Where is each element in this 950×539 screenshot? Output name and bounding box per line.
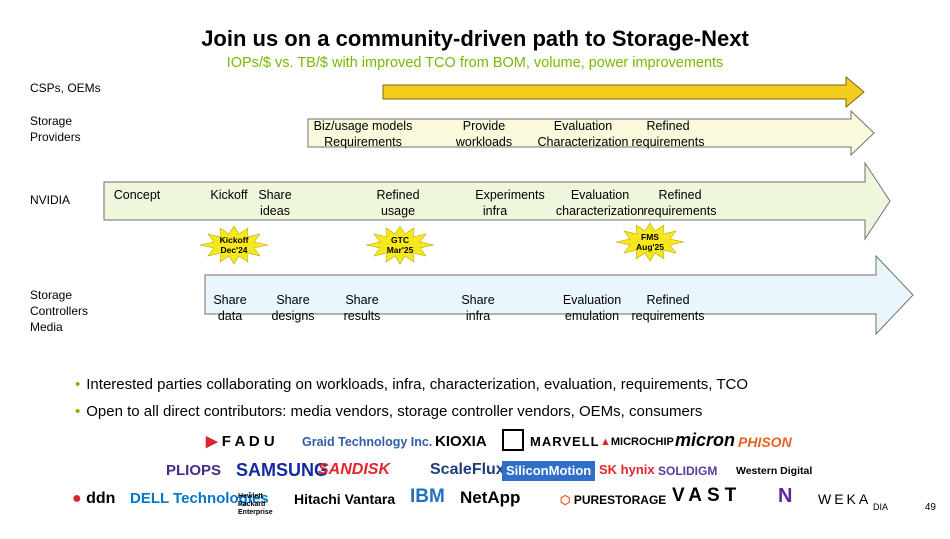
logo-sk-hynix: SK hynix [599, 462, 655, 477]
arrow-controllers [204, 254, 914, 336]
milestone-star-kickoff [200, 226, 268, 264]
logo-kioxia: KIOXIA [435, 433, 487, 450]
row-label-csps: CSPs, OEMs [30, 81, 101, 95]
nvidia-item: Concept [113, 188, 161, 202]
slide-title: Join us on a community-driven path to St… [201, 26, 749, 51]
logo-pliops: PLIOPS [166, 462, 222, 479]
logo-siliconmotion: SiliconMotion [502, 461, 596, 481]
logo-dell: DELL Technologies [130, 490, 269, 507]
logo-netapp: NetApp [460, 488, 521, 507]
logo-sandisk: SANDISK [318, 461, 391, 478]
logo-scaleflux: ScaleFlux [430, 461, 505, 478]
footer-brand: DIA [873, 502, 889, 512]
page-number: 49 [924, 502, 936, 513]
logo-hitachi: Hitachi Vantara [294, 491, 396, 507]
bullet-item: •Interested parties collaborating on wor… [75, 376, 748, 393]
row-label-controllers: Storage Controllers Media [30, 288, 89, 334]
row-label-storage-providers: Storage Providers [30, 114, 81, 144]
logo-samsung: SAMSUNG [236, 460, 329, 480]
logo-solidigm: SOLIDIGM [658, 464, 718, 478]
logo-ibm: IBM [410, 486, 445, 507]
logo-marvell: MARVELL [530, 434, 600, 449]
logo-hpe: Hewlett Packard Enterprise [238, 493, 273, 516]
logo-graid: Graid Technology Inc. [302, 435, 433, 449]
arrow-csps [382, 75, 865, 109]
slide-subtitle: IOPs/$ vs. TB/$ with improved TCO from B… [226, 55, 724, 71]
logo-ddn: ● ddn [72, 490, 116, 507]
logo-fadu: ▶ F A D U [206, 433, 275, 450]
milestone-star-fms [616, 222, 684, 262]
arrow-storage-providers [307, 109, 875, 157]
weka-icon: N [778, 485, 793, 507]
arrow-nvidia [103, 161, 891, 241]
logo-purestorage: ⬡ PURESTORAGE [560, 493, 667, 507]
logo-phison: PHISON [738, 434, 792, 450]
row-label-nvidia: NVIDIA [30, 193, 71, 207]
logo-weka: WEKA [818, 491, 872, 507]
bullet-item: •Open to all direct contributors: media … [75, 403, 703, 420]
nvidia-item: Kickoff [210, 188, 248, 202]
logo-microchip: ▲MICROCHIP [600, 436, 674, 448]
logo-western-digital: Western Digital [736, 465, 813, 477]
logo-micron: micron [675, 430, 736, 450]
milestone-star-gtc [366, 226, 434, 264]
logo-vast: VAST [672, 485, 742, 506]
marvell-icon [502, 429, 524, 451]
